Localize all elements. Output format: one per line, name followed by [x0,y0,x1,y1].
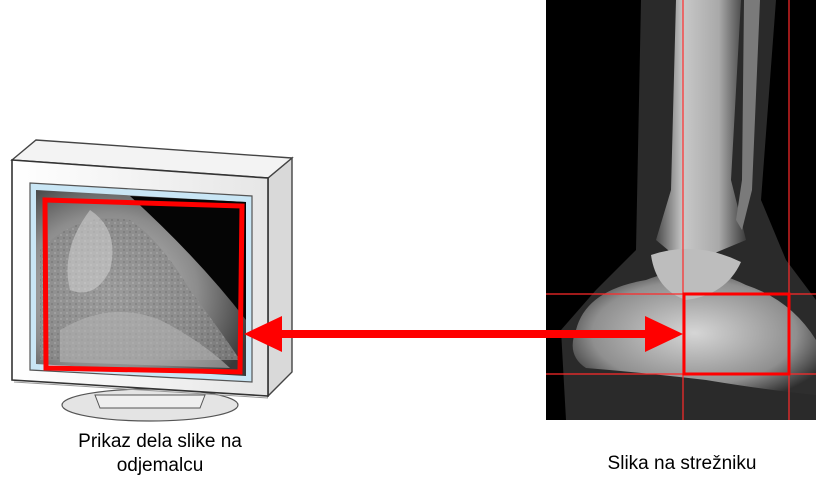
client-caption-line2: odjemalcu [40,454,280,478]
client-monitor [0,0,300,430]
server-xray-image [546,0,816,420]
crt-monitor-icon [0,0,300,430]
client-caption: Prikaz dela slike na odjemalcu [40,430,280,478]
xray-illustration [546,0,816,420]
server-caption: Slika na strežniku [560,452,804,476]
client-caption-line1: Prikaz dela slike na [40,430,280,454]
